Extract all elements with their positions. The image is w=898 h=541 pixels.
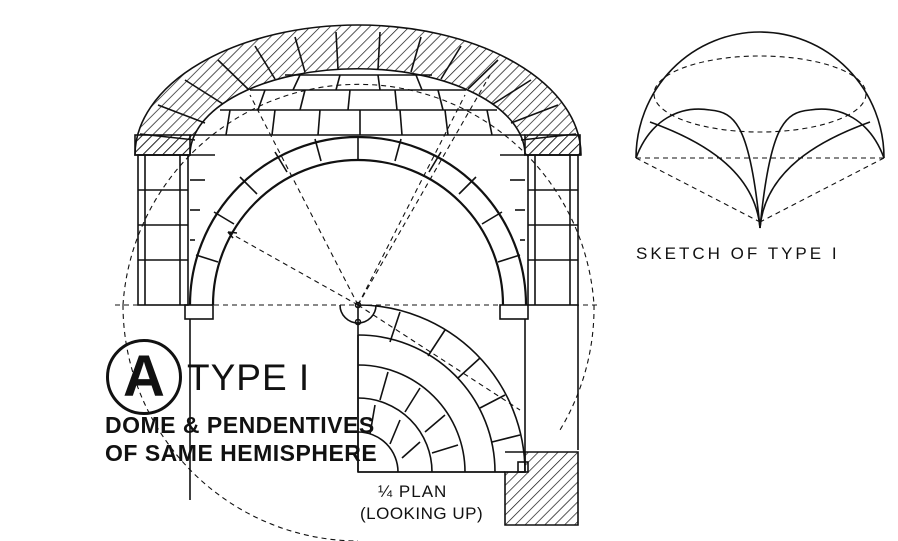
arch bbox=[188, 135, 528, 306]
description-line-2: OF SAME HEMISPHERE bbox=[105, 440, 378, 466]
plan-sublabel: (LOOKING UP) bbox=[360, 504, 484, 523]
plan-center-marker bbox=[227, 231, 377, 326]
right-pier bbox=[499, 134, 581, 465]
sketch-caption: SKETCH OF TYPE I bbox=[636, 244, 840, 263]
type-letter: A bbox=[123, 344, 165, 409]
dome-inner-courses bbox=[190, 74, 525, 136]
sketch-dome bbox=[635, 31, 885, 229]
type-letter-circle bbox=[106, 339, 182, 415]
type-title: TYPE I bbox=[187, 357, 311, 398]
plan-label: ¼ PLAN bbox=[378, 482, 448, 501]
construction-lines bbox=[115, 74, 600, 541]
description-line-1: DOME & PENDENTIVES bbox=[105, 412, 375, 438]
left-pier bbox=[134, 134, 214, 500]
quarter-plan bbox=[357, 304, 579, 526]
pendentive-stones bbox=[190, 154, 525, 241]
